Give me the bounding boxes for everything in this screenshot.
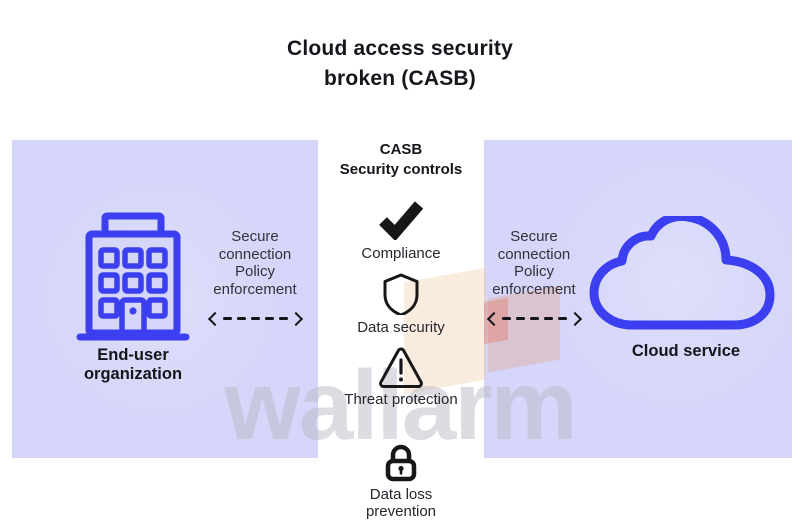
compliance-label: Compliance bbox=[361, 245, 441, 262]
casb-controls-column: CASB Security controls Compliance Data s… bbox=[318, 140, 484, 520]
left-dashed-arrow-icon bbox=[207, 311, 303, 327]
casb-controls-heading: CASB Security controls bbox=[339, 141, 463, 178]
end-user-organization-label: End-user organization bbox=[83, 346, 183, 384]
cloud-service-label: Cloud service bbox=[631, 342, 741, 360]
right-dashed-arrow-icon bbox=[486, 311, 582, 327]
diagram-title: Cloud access security broken (CASB) bbox=[287, 37, 513, 90]
check-icon bbox=[379, 201, 424, 240]
cloud-service-panel bbox=[484, 140, 792, 458]
left-connection-text: Secure connection Policy enforcement bbox=[213, 228, 297, 299]
lock-icon bbox=[385, 444, 417, 481]
threat-protection-label: Threat protection bbox=[344, 390, 458, 408]
warning-icon bbox=[379, 347, 423, 388]
right-connection-text: Secure connection Policy enforcement bbox=[492, 228, 576, 299]
right-connection-block: Secure connection Policy enforcement bbox=[461, 228, 607, 327]
left-connection-block: Secure connection Policy enforcement bbox=[182, 228, 328, 327]
shield-icon bbox=[383, 273, 419, 316]
building-icon bbox=[76, 212, 190, 341]
data-security-label: Data security bbox=[357, 319, 445, 337]
data-loss-prevention-label: Data loss prevention bbox=[365, 485, 437, 520]
cloud-icon bbox=[589, 216, 775, 330]
